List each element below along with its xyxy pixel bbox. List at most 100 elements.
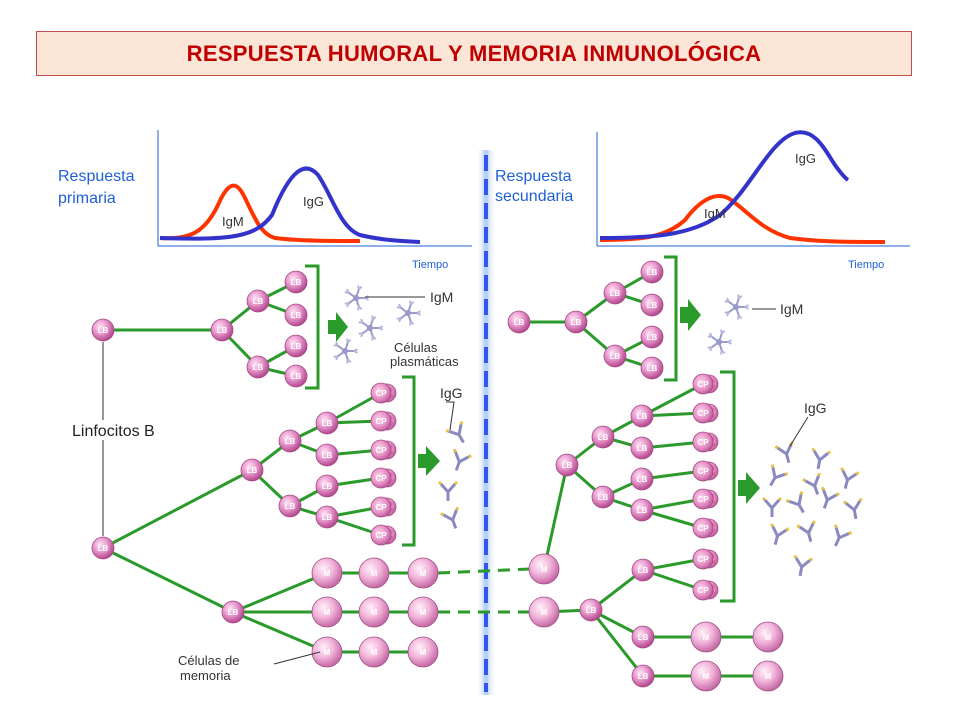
igg-antibody-icon	[440, 506, 460, 529]
igg-antibody-icon	[774, 441, 794, 464]
svg-text:LB: LB	[217, 326, 228, 335]
svg-text:LB: LB	[586, 606, 597, 615]
svg-text:LB: LB	[598, 433, 609, 442]
igg-left-label: IgG	[440, 385, 463, 401]
title-box: RESPUESTA HUMORAL Y MEMORIA INMUNOLÓGICA	[36, 31, 912, 76]
memory-cell: M	[358, 596, 390, 628]
lineage-line	[232, 571, 328, 614]
igm-molecules	[333, 285, 749, 364]
svg-text:LB: LB	[637, 475, 648, 484]
memory-cell: M	[407, 596, 439, 628]
svg-text:CP: CP	[697, 467, 709, 476]
igg-antibody-icon	[796, 520, 816, 543]
igg-antibody-icon	[842, 497, 863, 520]
svg-text:M: M	[541, 608, 548, 617]
igg-antibody-icon	[833, 524, 853, 547]
primary-response-label: Respuesta	[58, 168, 135, 185]
igm-pentamer-icon	[724, 294, 749, 320]
bracket-right-lb	[664, 255, 678, 382]
svg-text:CP: CP	[375, 503, 387, 512]
arrow-right-igm	[680, 299, 701, 331]
igg-antibody-icon	[840, 467, 860, 490]
page-title: RESPUESTA HUMORAL Y MEMORIA INMUNOLÓGICA	[186, 40, 762, 66]
b-cell: LB	[91, 536, 115, 560]
b-cell: LB	[284, 364, 308, 388]
primary-response-label-2: primaria	[58, 190, 116, 207]
arrows	[328, 299, 760, 504]
svg-text:LB: LB	[322, 451, 333, 460]
svg-text:LB: LB	[322, 513, 333, 522]
b-cell: LB	[631, 664, 655, 688]
plasma-cell: CP	[692, 402, 719, 424]
b-cell: LB	[640, 356, 664, 380]
memory-cell: M	[311, 557, 343, 589]
svg-text:LB: LB	[598, 493, 609, 502]
svg-text:LB: LB	[98, 544, 109, 553]
svg-text:M: M	[765, 633, 772, 642]
primary-axis-label: Tiempo	[412, 259, 448, 271]
plasma-label-2: plasmáticas	[390, 354, 459, 369]
b-cell: LB	[630, 467, 654, 491]
svg-text:M: M	[703, 672, 710, 681]
b-cell: LB	[278, 494, 302, 518]
svg-text:M: M	[324, 608, 331, 617]
b-cell: LB	[240, 458, 264, 482]
lymphocytes-label: Linfocitos B	[72, 423, 155, 440]
memory-cell: M	[528, 596, 560, 628]
lineage-line	[102, 468, 253, 550]
igg-antibody-icon	[820, 486, 840, 509]
lineage-line	[542, 464, 569, 570]
b-cell: LB	[284, 270, 308, 294]
svg-text:CP: CP	[375, 389, 387, 398]
igg-molecules	[437, 421, 863, 577]
svg-text:LB: LB	[637, 506, 648, 515]
memory-cell: M	[407, 636, 439, 668]
svg-text:LB: LB	[647, 268, 658, 277]
primary-igm-curve	[159, 183, 361, 243]
plasma-cell: CP	[692, 579, 719, 601]
igg-antibody-icon	[445, 421, 465, 444]
plasma-cell: CP	[370, 382, 397, 404]
svg-text:LB: LB	[571, 318, 582, 327]
memory-links	[437, 567, 531, 614]
igm-pentamer-icon	[333, 338, 358, 364]
svg-text:LB: LB	[638, 566, 649, 575]
igm-pentamer-icon	[707, 329, 732, 355]
b-cell: LB	[579, 598, 603, 622]
svg-text:CP: CP	[697, 586, 709, 595]
memory-cell: M	[752, 621, 784, 653]
b-cell: LB	[603, 344, 627, 368]
svg-text:CP: CP	[697, 524, 709, 533]
bracket-right-cp	[720, 370, 736, 603]
svg-text:LB: LB	[562, 461, 573, 470]
b-cell: LB	[591, 425, 615, 449]
memory-cell: M	[690, 660, 722, 692]
svg-text:LB: LB	[291, 342, 302, 351]
b-cell: LB	[640, 260, 664, 284]
b-cell: LB	[91, 318, 115, 342]
svg-text:LB: LB	[285, 437, 296, 446]
b-cell: LB	[210, 318, 234, 342]
plasma-cell: CP	[370, 410, 397, 432]
secondary-response-label: Respuesta	[495, 168, 572, 185]
svg-text:M: M	[371, 569, 378, 578]
b-cell: LB	[315, 411, 339, 435]
b-cell: LB	[631, 625, 655, 649]
lineage-line	[232, 610, 328, 654]
svg-text:LB: LB	[285, 502, 296, 511]
b-cell: LB	[555, 453, 579, 477]
b-cell: LB	[284, 303, 308, 327]
igg-antibody-icon	[785, 491, 805, 514]
memory-cell: M	[528, 553, 560, 585]
svg-text:LB: LB	[253, 297, 264, 306]
b-cell: LB	[630, 436, 654, 460]
svg-text:LB: LB	[647, 301, 658, 310]
svg-text:LB: LB	[647, 333, 658, 342]
svg-text:LB: LB	[291, 278, 302, 287]
igg-antibody-icon	[793, 554, 814, 577]
lineage-line	[102, 546, 234, 614]
svg-text:LB: LB	[291, 311, 302, 320]
igg-antibody-icon	[452, 448, 472, 471]
b-cell: LB	[221, 600, 245, 624]
svg-text:LB: LB	[637, 444, 648, 453]
